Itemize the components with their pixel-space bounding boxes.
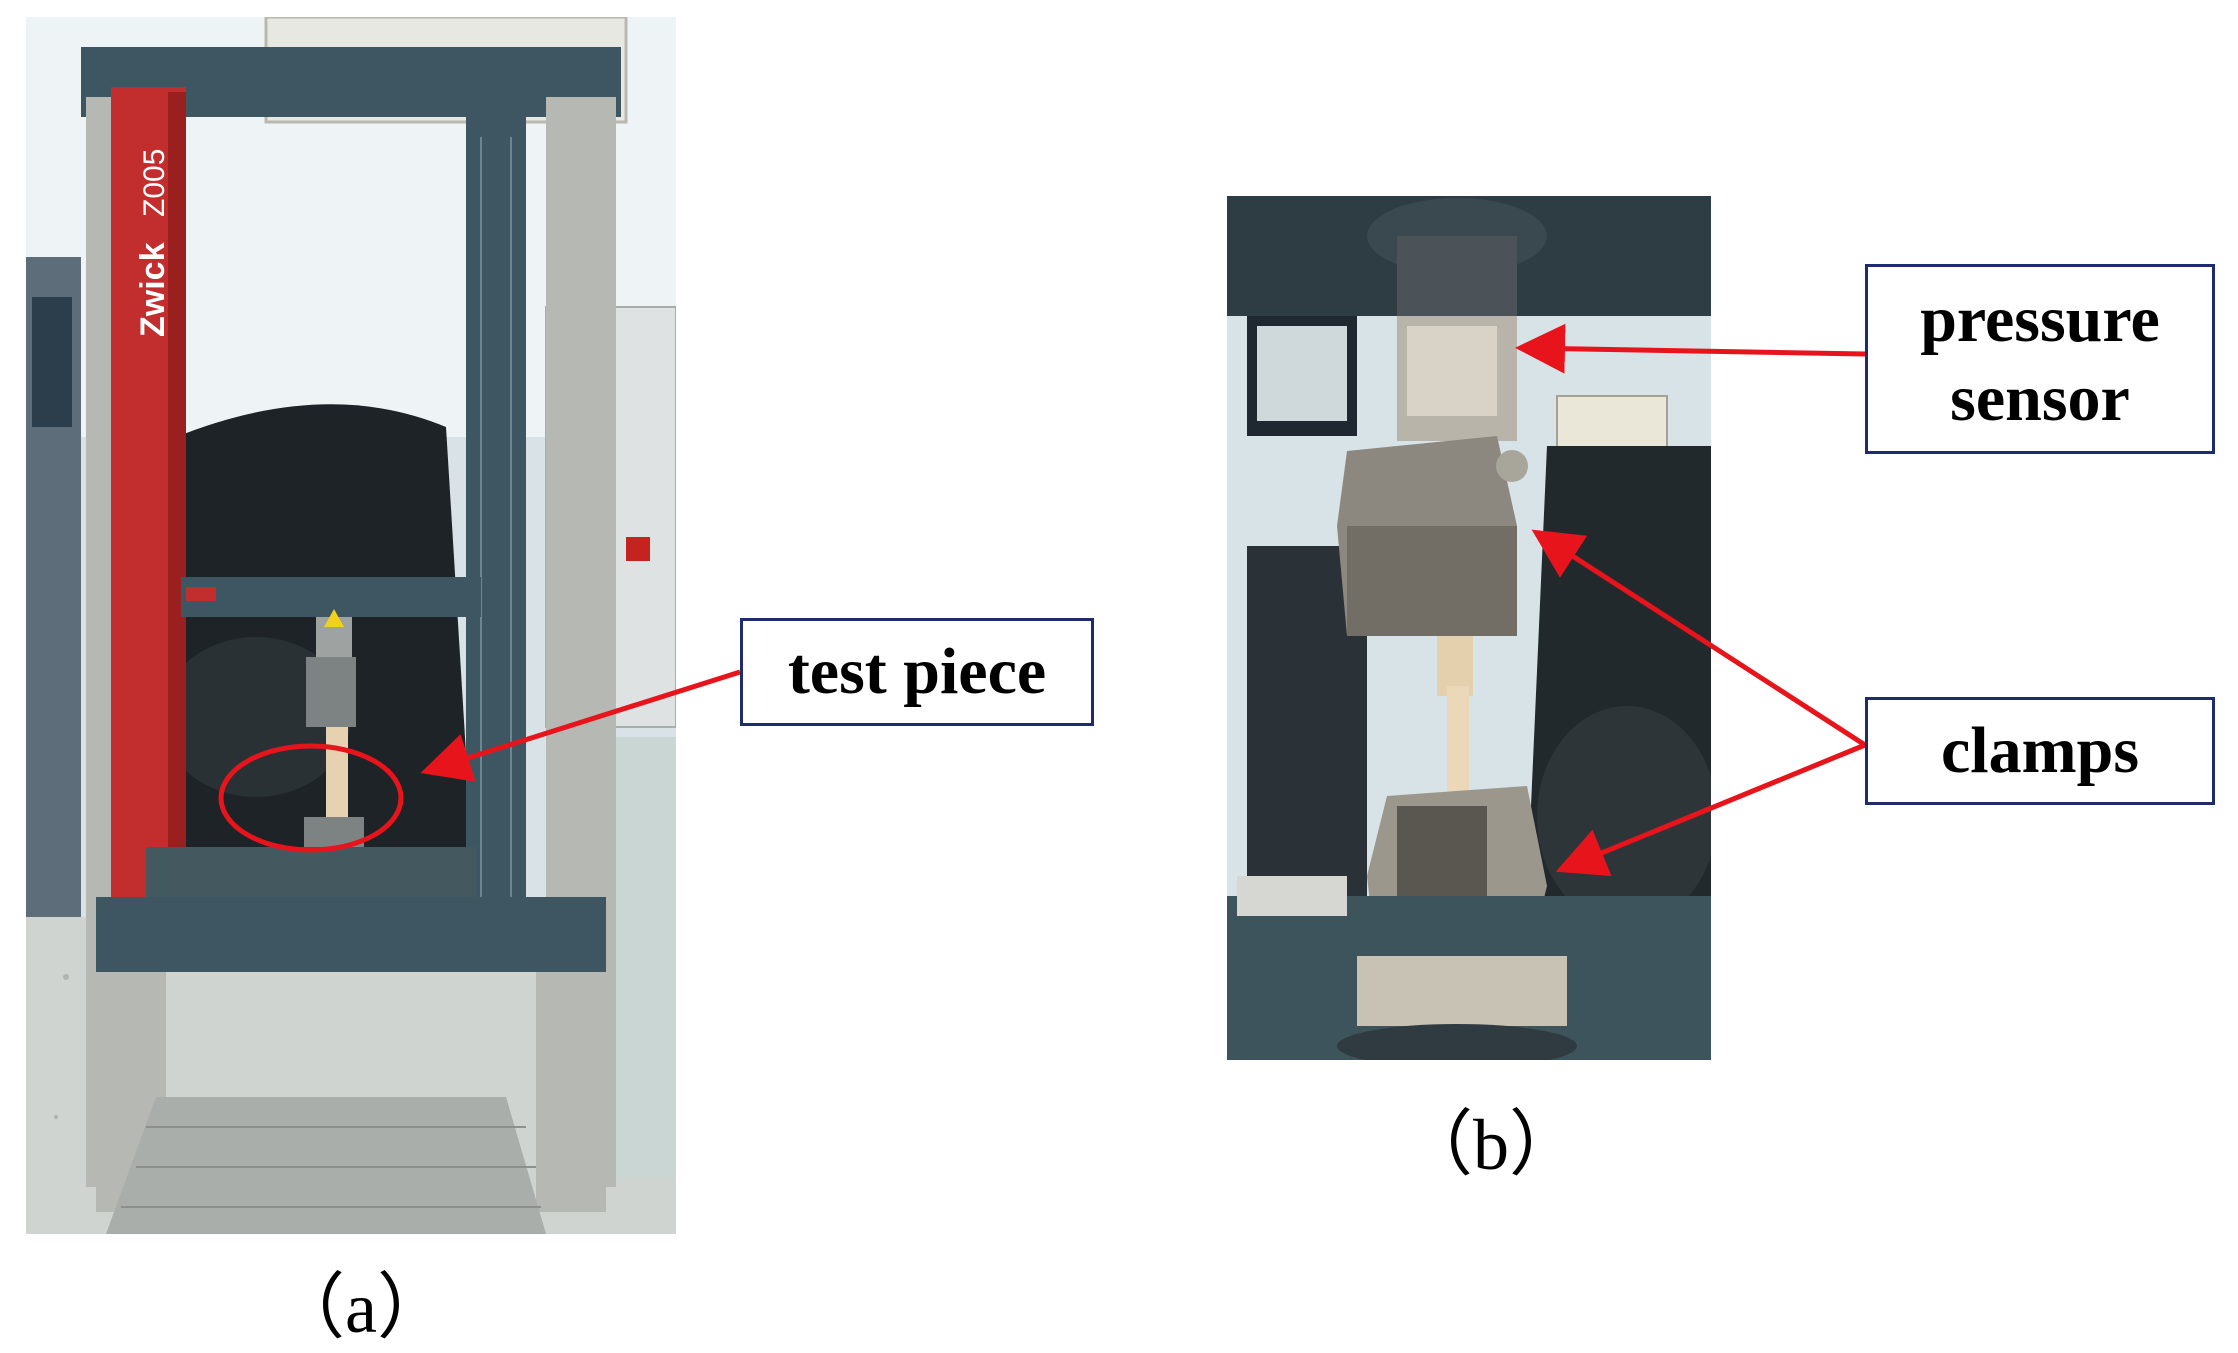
- clamps-label: clamps: [1941, 714, 2139, 788]
- pressure-sensor-label-line1: pressure: [1920, 282, 2160, 356]
- pressure-sensor-label-box: pressure sensor: [1865, 264, 2215, 454]
- machine-brand-text: Zwick: [134, 242, 172, 337]
- test-piece-label-box: test piece: [740, 618, 1094, 726]
- photo-testing-machine: Zwick Z005: [26, 17, 676, 1234]
- clamps-label-box: clamps: [1865, 697, 2215, 805]
- photo-clamp-closeup: [1227, 196, 1711, 1060]
- testing-machine-illustration: Zwick Z005: [26, 17, 676, 1234]
- pressure-sensor-label-line2: sensor: [1950, 362, 2130, 435]
- test-piece-label: test piece: [787, 635, 1047, 709]
- caption-a: （a）: [273, 1268, 449, 1348]
- caption-b: （b）: [1401, 1105, 1582, 1185]
- clamp-closeup-illustration: [1227, 196, 1711, 1060]
- machine-model-text: Z005: [138, 149, 171, 217]
